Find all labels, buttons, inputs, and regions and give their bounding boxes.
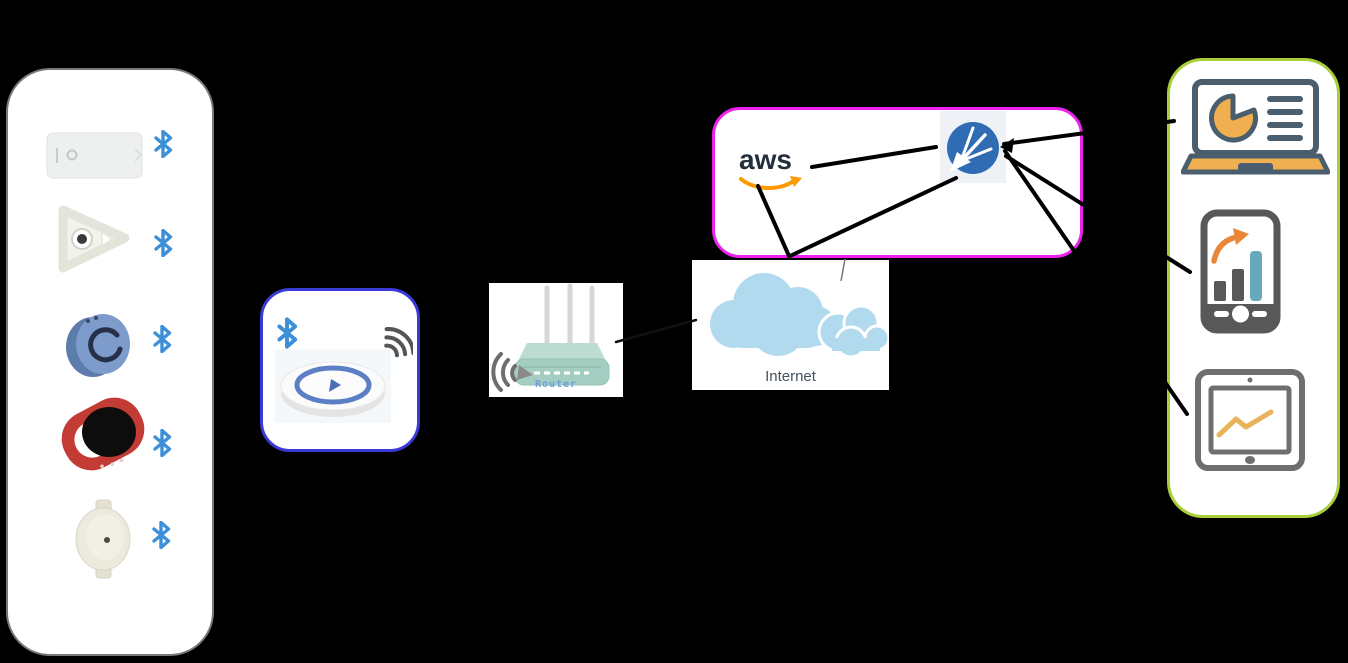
cloud-icon xyxy=(710,273,889,359)
line-router-to-internet xyxy=(614,318,698,344)
bluetooth-icon xyxy=(152,521,171,549)
gateway-box xyxy=(260,288,420,452)
wifi-arrow-icon xyxy=(491,352,517,392)
tablet-chart-icon xyxy=(1195,369,1305,471)
wifi-icon xyxy=(384,327,413,358)
gateway-device-icon xyxy=(275,349,391,423)
tag-sensor-icon xyxy=(46,132,143,179)
bluetooth-icon xyxy=(153,429,172,457)
aws-logo: aws xyxy=(739,146,807,192)
iot-platform-logo-icon xyxy=(947,122,999,174)
wristband-tracker-icon xyxy=(61,397,145,471)
router-label: Router xyxy=(534,379,578,390)
router-device-icon xyxy=(491,283,610,392)
internet-label: Internet xyxy=(765,368,816,385)
aws-logo-text: aws xyxy=(739,144,792,175)
round-beacon-icon xyxy=(75,499,131,579)
aws-smile-icon xyxy=(739,176,802,190)
puck-sensor-icon xyxy=(66,314,130,377)
aws-cloud-box: aws xyxy=(712,107,1083,258)
bluetooth-icon xyxy=(154,229,173,257)
triangle-beacon-icon xyxy=(58,205,130,273)
bluetooth-icon xyxy=(154,130,173,158)
internet-image: Internet xyxy=(692,260,889,390)
router-image: Router xyxy=(489,283,623,397)
bluetooth-icon xyxy=(277,317,298,349)
devices-panel xyxy=(1167,58,1340,518)
laptop-analytics-icon xyxy=(1181,79,1330,175)
ble-sensors-panel xyxy=(6,68,214,656)
bluetooth-icon xyxy=(153,325,172,353)
smartphone-chart-icon xyxy=(1200,209,1281,334)
iot-platform-logo xyxy=(940,111,1006,183)
